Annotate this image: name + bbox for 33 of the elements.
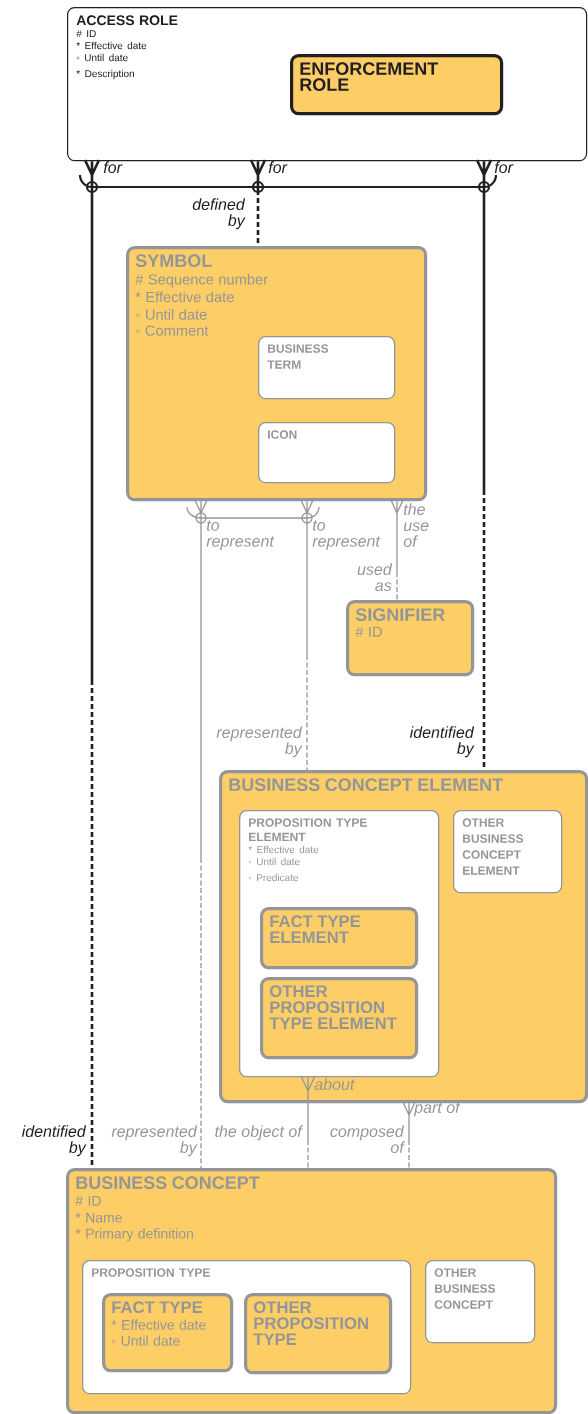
relationship-line (193, 497, 209, 1169)
role-label: the use of (403, 503, 429, 547)
role-label: for (494, 161, 514, 173)
relationship-line (249, 158, 267, 246)
entity-box: BUSINESS TERM (258, 336, 396, 400)
entity-box: OTHER PROPOSITION TYPE ELEMENT (260, 977, 419, 1060)
entity-box: OTHER BUSINESS CONCEPT (425, 1260, 536, 1344)
entity-box: ENFORCEMENT ROLE (290, 54, 504, 116)
role-label: the object of (215, 1125, 304, 1141)
role-label: for (268, 161, 288, 173)
relationship-line (299, 497, 315, 771)
entity-box: SIGNIFIER # ID (346, 600, 475, 677)
role-label: to represent (206, 520, 275, 550)
relationship-line (83, 158, 101, 1168)
role-label: about (314, 1078, 355, 1090)
role-label: represented by (111, 1125, 198, 1157)
entity-box: FACT TYPE * Effective date ◦ Until date (102, 1293, 234, 1373)
relationship-line (475, 158, 493, 770)
role-label: identified by (21, 1125, 87, 1157)
relationship-line (401, 1099, 417, 1169)
role-label: represented by (216, 726, 303, 758)
relationship-line (300, 1075, 316, 1169)
entity-box: FACT TYPE ELEMENT (260, 907, 419, 970)
role-label: composed of (330, 1125, 406, 1153)
role-label: identified by (409, 726, 475, 758)
role-label: used as (357, 563, 393, 591)
entity-box: OTHER PROPOSITION TYPE (244, 1293, 393, 1375)
relationship-line (389, 497, 405, 601)
entity-box: OTHER BUSINESS CONCEPT ELEMENT (453, 810, 563, 894)
role-label: to represent (312, 520, 381, 550)
entity-box: ICON (258, 422, 396, 484)
role-label: for (103, 161, 123, 173)
role-label: defined by (192, 198, 246, 230)
